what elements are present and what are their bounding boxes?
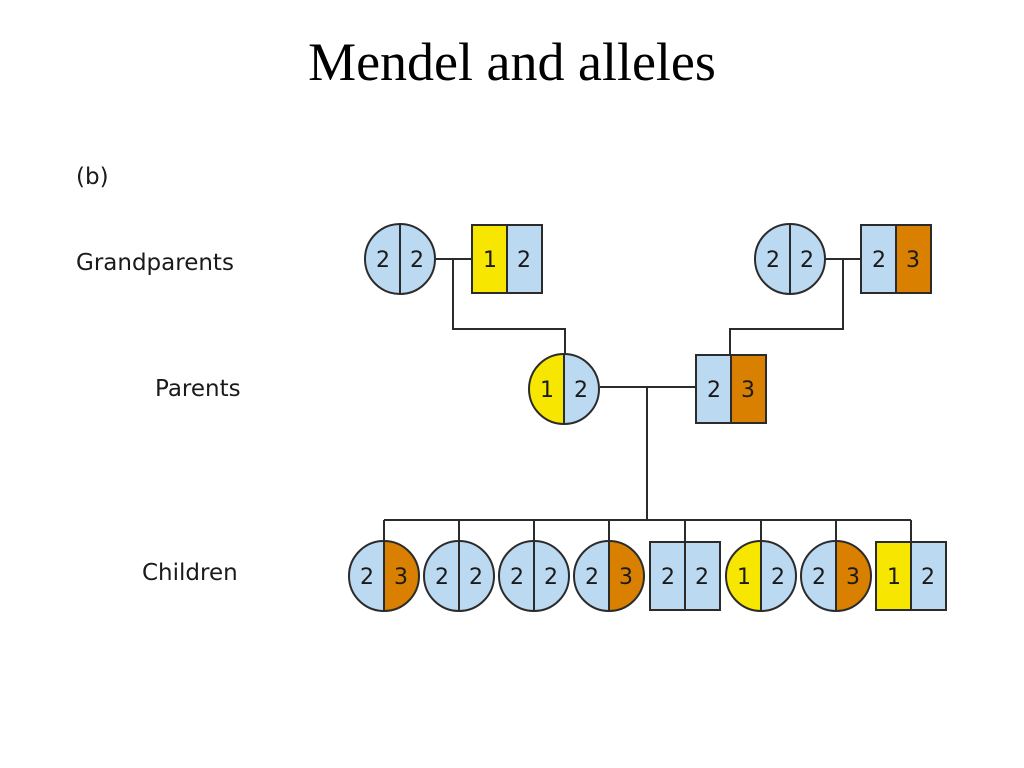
allele-label: 2 <box>921 565 935 590</box>
allele-label: 2 <box>695 565 709 590</box>
slide-title: Mendel and alleles <box>308 32 716 92</box>
allele-label: 2 <box>469 565 483 590</box>
allele-left-fill <box>755 224 790 294</box>
allele-right-fill <box>384 541 419 611</box>
allele-left-fill <box>801 541 836 611</box>
allele-left-fill <box>529 354 564 424</box>
row-label-parents: Parents <box>155 376 241 402</box>
allele-label: 2 <box>585 565 599 590</box>
allele-label: 2 <box>410 248 424 273</box>
allele-label: 3 <box>394 565 408 590</box>
allele-label: 2 <box>517 248 531 273</box>
allele-label: 1 <box>887 565 901 590</box>
child-drop-lines <box>383 520 912 542</box>
allele-left-fill <box>499 541 534 611</box>
allele-right-fill <box>609 541 644 611</box>
allele-label: 2 <box>435 565 449 590</box>
allele-right-fill <box>564 354 599 424</box>
allele-label: 1 <box>483 248 497 273</box>
allele-label: 2 <box>510 565 524 590</box>
row-label-grandparents: Grandparents <box>76 250 234 276</box>
allele-right-fill <box>459 541 494 611</box>
allele-right-fill <box>790 224 825 294</box>
allele-right-fill <box>507 225 542 293</box>
allele-right-fill <box>400 224 435 294</box>
allele-right-fill <box>534 541 569 611</box>
allele-label: 2 <box>800 248 814 273</box>
allele-right-fill <box>896 225 931 293</box>
allele-right-fill <box>685 542 720 610</box>
allele-right-fill <box>761 541 796 611</box>
allele-label: 2 <box>376 248 390 273</box>
allele-label: 2 <box>872 248 886 273</box>
allele-label: 2 <box>766 248 780 273</box>
allele-right-fill <box>836 541 871 611</box>
allele-left-fill <box>365 224 400 294</box>
allele-right-fill <box>911 542 946 610</box>
allele-left-fill <box>726 541 761 611</box>
allele-label: 3 <box>619 565 633 590</box>
descent-line <box>452 259 566 353</box>
panel-label: (b) <box>76 164 109 190</box>
allele-label: 1 <box>540 378 554 403</box>
allele-label: 2 <box>574 378 588 403</box>
allele-label: 3 <box>741 378 755 403</box>
allele-left-fill <box>876 542 911 610</box>
allele-left-fill <box>650 542 685 610</box>
allele-label: 2 <box>707 378 721 403</box>
allele-label: 2 <box>771 565 785 590</box>
connector-lines <box>383 258 912 542</box>
allele-label: 1 <box>737 565 751 590</box>
allele-label: 3 <box>846 565 860 590</box>
allele-left-fill <box>472 225 507 293</box>
allele-label: 3 <box>906 248 920 273</box>
allele-left-fill <box>861 225 896 293</box>
allele-left-fill <box>349 541 384 611</box>
row-label-children: Children <box>142 560 238 586</box>
allele-label: 2 <box>661 565 675 590</box>
descent-line <box>729 259 844 356</box>
allele-label: 2 <box>544 565 558 590</box>
allele-left-fill <box>574 541 609 611</box>
allele-left-fill <box>696 355 731 423</box>
allele-right-fill <box>731 355 766 423</box>
allele-label: 2 <box>360 565 374 590</box>
allele-label: 2 <box>812 565 826 590</box>
allele-left-fill <box>424 541 459 611</box>
